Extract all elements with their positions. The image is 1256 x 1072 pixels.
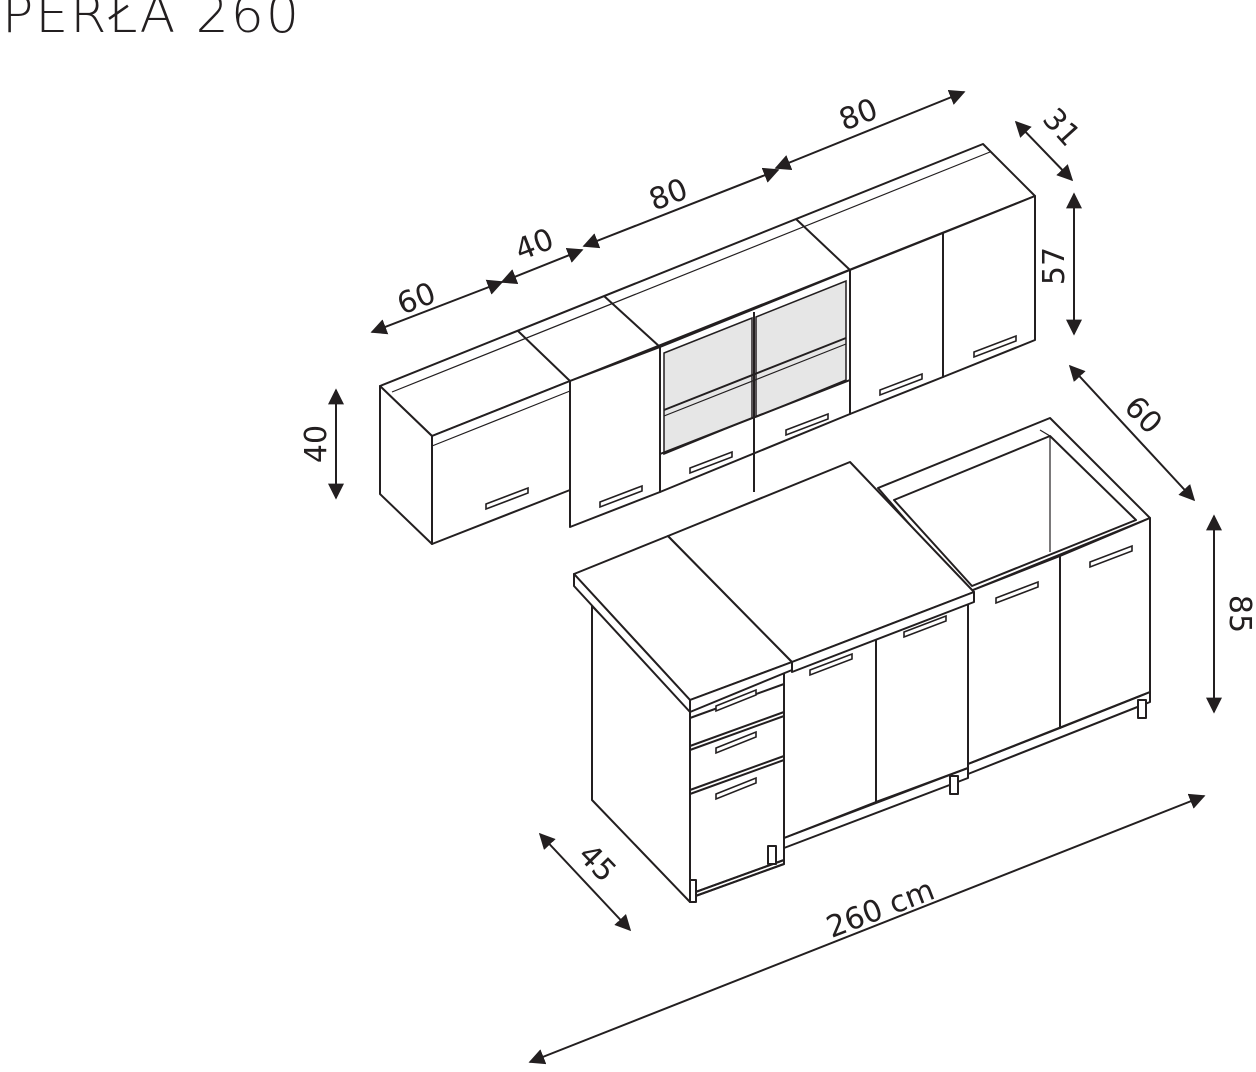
dim-upper-depth-31: 31	[1035, 102, 1087, 154]
dim-upper-height-57: 57	[1037, 247, 1072, 285]
base-cabinets	[573, 417, 1151, 903]
handle-icon	[973, 334, 1017, 359]
handle-icon	[715, 730, 757, 755]
dim-base-depth-60: 60	[1117, 390, 1169, 442]
dim-base-height-85: 85	[1222, 595, 1256, 633]
dim-upper-width-80-b: 80	[834, 92, 882, 138]
dim-upper-height-40: 40	[299, 425, 334, 463]
dim-upper-width-60: 60	[392, 276, 440, 322]
dim-upper-width-80-a: 80	[644, 172, 692, 218]
handle-icon	[903, 614, 947, 639]
handle-icon	[995, 580, 1039, 605]
dim-base-depth-45: 45	[571, 838, 623, 890]
handle-icon	[485, 486, 529, 511]
handle-icon	[599, 484, 643, 509]
glass-panel-right	[755, 279, 847, 419]
dimension-lines	[328, 89, 1222, 1065]
handle-icon	[879, 372, 923, 397]
handle-icon	[689, 450, 733, 475]
upper-door-80-right	[942, 195, 1036, 378]
handle-icon	[1089, 544, 1133, 569]
dim-total-width: 260 cm	[822, 873, 940, 946]
handle-icon	[785, 412, 829, 437]
handle-icon	[715, 688, 757, 713]
upper-cabinets	[379, 143, 1036, 545]
handle-icon	[809, 652, 853, 677]
product-title: PERŁA 260	[2, 0, 301, 45]
